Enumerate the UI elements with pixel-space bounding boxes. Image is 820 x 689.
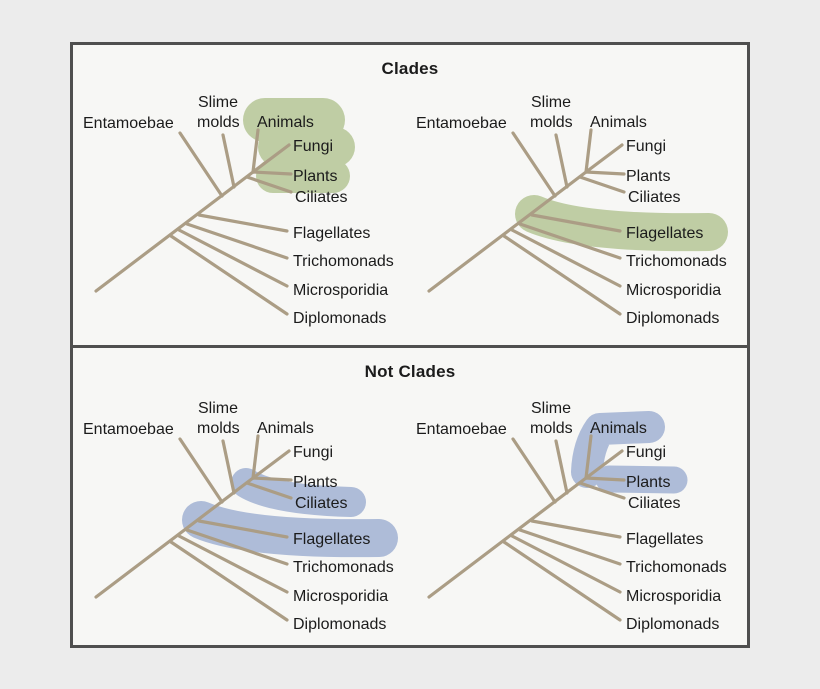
taxon-label-plants: Plants xyxy=(293,474,337,491)
taxon-labels: Entamoebae Slime molds Animals Fungi Pla… xyxy=(83,400,394,633)
taxon-label-flagellates: Flagellates xyxy=(626,225,703,242)
taxon-label-molds: molds xyxy=(197,114,240,131)
taxon-label-ciliates: Ciliates xyxy=(295,495,347,512)
taxon-label-trichomonads: Trichomonads xyxy=(626,253,727,270)
taxon-label-ciliates: Ciliates xyxy=(295,189,347,206)
taxon-label-entamoebae: Entamoebae xyxy=(416,421,507,438)
taxon-label-microsporidia: Microsporidia xyxy=(293,282,388,299)
taxon-label-ciliates: Ciliates xyxy=(628,189,680,206)
taxon-label-diplomonads: Diplomonads xyxy=(626,310,719,327)
panel-clades: Clades xyxy=(73,45,747,345)
taxon-label-trichomonads: Trichomonads xyxy=(293,253,394,270)
taxon-label-microsporidia: Microsporidia xyxy=(626,282,721,299)
diagram-frame: Clades Not Clades xyxy=(70,42,750,648)
taxon-label-fungi: Fungi xyxy=(293,444,333,461)
taxon-label-slime: Slime xyxy=(531,400,571,417)
taxon-label-plants: Plants xyxy=(626,474,670,491)
panel-not-clades: Not Clades xyxy=(73,345,747,645)
tree-clades-left: Entamoebae Slime molds Animals Fungi Pla… xyxy=(83,94,394,327)
taxon-label-fungi: Fungi xyxy=(626,138,666,155)
taxon-label-diplomonads: Diplomonads xyxy=(293,616,386,633)
taxon-label-molds: molds xyxy=(197,420,240,437)
taxon-label-entamoebae: Entamoebae xyxy=(83,421,174,438)
taxon-label-animals: Animals xyxy=(590,420,647,437)
tree-clades-right: Entamoebae Slime molds Animals Fungi Pla… xyxy=(416,94,728,327)
taxon-label-microsporidia: Microsporidia xyxy=(293,588,388,605)
taxon-labels: Entamoebae Slime molds Animals Fungi Pla… xyxy=(83,94,394,327)
tree-not-clades-right: Entamoebae Slime molds Animals Fungi Pla… xyxy=(416,400,727,633)
panel-clades-title: Clades xyxy=(381,59,439,78)
taxon-labels: Entamoebae Slime molds Animals Fungi Pla… xyxy=(416,400,727,633)
taxon-label-diplomonads: Diplomonads xyxy=(293,310,386,327)
taxon-label-molds: molds xyxy=(530,420,573,437)
taxon-label-ciliates: Ciliates xyxy=(628,495,680,512)
tree-not-clades-left: Entamoebae Slime molds Animals Fungi Pla… xyxy=(83,400,398,633)
taxon-label-flagellates: Flagellates xyxy=(293,225,370,242)
taxon-label-microsporidia: Microsporidia xyxy=(626,588,721,605)
non-clade-highlight-ciliates-flagellates xyxy=(182,468,398,558)
taxon-label-fungi: Fungi xyxy=(626,444,666,461)
taxon-label-slime: Slime xyxy=(198,94,238,111)
taxon-label-slime: Slime xyxy=(531,94,571,111)
taxon-label-flagellates: Flagellates xyxy=(626,531,703,548)
taxon-label-fungi: Fungi xyxy=(293,138,333,155)
taxon-label-molds: molds xyxy=(530,114,573,131)
taxon-labels: Entamoebae Slime molds Animals Fungi Pla… xyxy=(416,94,727,327)
taxon-label-slime: Slime xyxy=(198,400,238,417)
taxon-label-flagellates: Flagellates xyxy=(293,531,370,548)
taxon-label-entamoebae: Entamoebae xyxy=(83,115,174,132)
taxon-label-plants: Plants xyxy=(293,168,337,185)
taxon-label-animals: Animals xyxy=(257,420,314,437)
taxon-label-trichomonads: Trichomonads xyxy=(293,559,394,576)
taxon-label-entamoebae: Entamoebae xyxy=(416,115,507,132)
taxon-label-animals: Animals xyxy=(257,114,314,131)
taxon-label-plants: Plants xyxy=(626,168,670,185)
taxon-label-diplomonads: Diplomonads xyxy=(626,616,719,633)
taxon-label-trichomonads: Trichomonads xyxy=(626,559,727,576)
taxon-label-animals: Animals xyxy=(590,114,647,131)
panel-not-clades-title: Not Clades xyxy=(364,362,456,381)
